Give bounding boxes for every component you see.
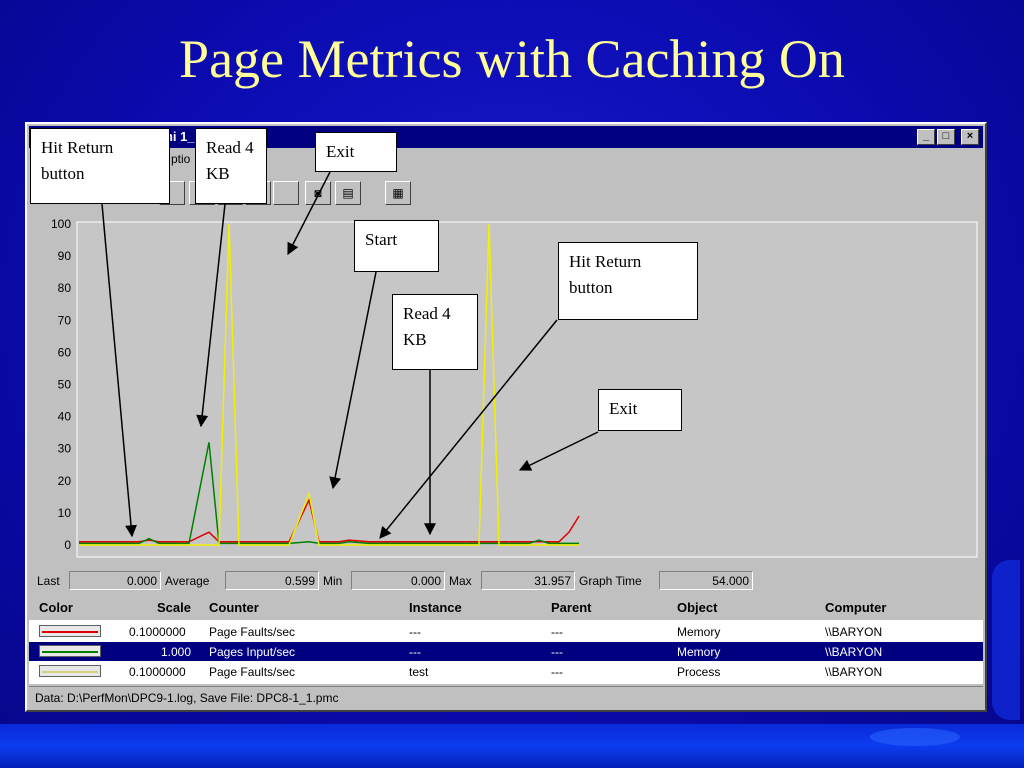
- callout-start: Start: [354, 220, 439, 272]
- graph-time-label: Graph Time: [579, 574, 642, 588]
- row-object: Memory: [677, 625, 721, 639]
- row-scale: 1.000: [161, 645, 192, 659]
- y-tick-label: 100: [51, 217, 71, 231]
- callout-hit-return-2: Hit Return button: [558, 242, 698, 320]
- maximize-button[interactable]: □: [937, 129, 955, 145]
- header-parent: Parent: [551, 600, 592, 615]
- header-counter: Counter: [209, 600, 259, 615]
- callout-exit-2: Exit: [598, 389, 682, 431]
- row-instance: ---: [409, 645, 421, 659]
- min-value: 0.000: [351, 571, 445, 590]
- slide-title: Page Metrics with Caching On: [179, 29, 845, 89]
- minimize-button[interactable]: _: [917, 129, 935, 145]
- row-computer: \\BARYON: [825, 625, 883, 639]
- callout-read-4kb-2: Read 4 KB: [392, 294, 478, 370]
- max-value: 31.957: [481, 571, 575, 590]
- toolbar: ◙ ▤ ▦: [29, 171, 983, 211]
- header-object: Object: [677, 600, 718, 615]
- menu-bar: ptio: [29, 149, 983, 169]
- row-computer: \\BARYON: [825, 665, 883, 679]
- row-computer: \\BARYON: [825, 645, 883, 659]
- decorative-swoosh: [870, 728, 960, 746]
- last-label: Last: [37, 574, 60, 588]
- decorative-swoosh-right: [992, 560, 1020, 720]
- color-swatch: [39, 645, 101, 657]
- legend-table: Color Scale Counter Instance Parent Obje…: [29, 596, 983, 684]
- title-bar[interactable]: oni 1_1.p _ □ ×: [29, 126, 983, 148]
- series-line-0: [79, 497, 580, 543]
- decorative-band: [0, 724, 1024, 768]
- status-text: Data: D:\PerfMon\DPC9-1.log, Save File: …: [35, 691, 339, 705]
- y-tick-label: 10: [58, 506, 72, 520]
- row-counter: Page Faults/sec: [209, 625, 296, 639]
- color-swatch: [39, 625, 101, 637]
- min-label: Min: [323, 574, 343, 588]
- row-instance: ---: [409, 625, 421, 639]
- callout-exit-1: Exit: [315, 132, 397, 172]
- header-color: Color: [39, 600, 73, 615]
- y-tick-label: 70: [58, 313, 72, 327]
- legend-header: Color Scale Counter Instance Parent Obje…: [29, 596, 983, 620]
- row-scale: 0.1000000: [129, 625, 186, 639]
- row-parent: ---: [551, 645, 563, 659]
- average-value: 0.599: [225, 571, 319, 590]
- export-icon[interactable]: ▤: [335, 181, 361, 205]
- last-value: 0.000: [69, 571, 161, 590]
- row-object: Process: [677, 665, 721, 679]
- y-tick-label: 30: [58, 442, 72, 456]
- callout-hit-return-1: Hit Return button: [30, 128, 170, 204]
- toolbar-button-5[interactable]: [273, 181, 299, 205]
- graph-time-value: 54.000: [659, 571, 753, 590]
- series-line-1: [79, 442, 579, 545]
- series-line-2: [79, 223, 579, 546]
- y-tick-label: 80: [58, 281, 72, 295]
- row-parent: ---: [551, 625, 563, 639]
- row-counter: Pages Input/sec: [209, 645, 296, 659]
- row-parent: ---: [551, 665, 563, 679]
- legend-row[interactable]: 0.1000000 Page Faults/sec test --- Proce…: [29, 662, 983, 681]
- snapshot-icon[interactable]: ◙: [305, 181, 331, 205]
- close-button[interactable]: ×: [961, 129, 979, 145]
- y-tick-label: 90: [58, 249, 72, 263]
- y-tick-label: 40: [58, 410, 72, 424]
- color-swatch: [39, 665, 101, 677]
- menu-options[interactable]: ptio: [171, 152, 191, 166]
- statistics-bar: Last 0.000 Average 0.599 Min 0.000 Max 3…: [29, 568, 983, 594]
- row-object: Memory: [677, 645, 721, 659]
- max-label: Max: [449, 574, 472, 588]
- average-label: Average: [165, 574, 210, 588]
- status-bar: Data: D:\PerfMon\DPC9-1.log, Save File: …: [29, 686, 983, 708]
- row-counter: Page Faults/sec: [209, 665, 296, 679]
- y-tick-label: 20: [58, 474, 72, 488]
- y-tick-label: 0: [64, 538, 71, 552]
- row-instance: test: [409, 665, 429, 679]
- y-tick-label: 60: [58, 345, 72, 359]
- row-scale: 0.1000000: [129, 665, 186, 679]
- header-scale: Scale: [157, 600, 191, 615]
- legend-row[interactable]: 0.1000000 Page Faults/sec --- --- Memory…: [29, 622, 983, 641]
- y-tick-label: 50: [58, 378, 72, 392]
- options-icon[interactable]: ▦: [385, 181, 411, 205]
- callout-read-4kb-1: Read 4 KB: [195, 128, 267, 204]
- legend-row-selected[interactable]: 1.000 Pages Input/sec --- --- Memory \\B…: [29, 642, 983, 661]
- header-computer: Computer: [825, 600, 887, 615]
- header-instance: Instance: [409, 600, 462, 615]
